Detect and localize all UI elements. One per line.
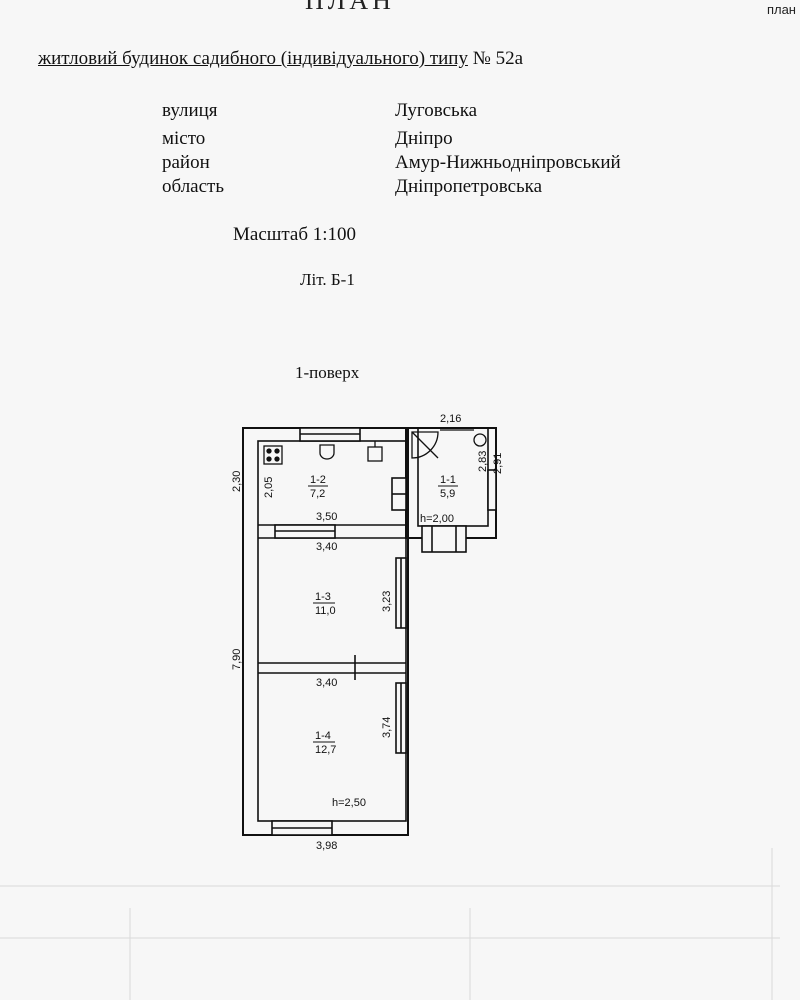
corner-text: план [766,2,796,17]
address-city-value: Дніпро [395,128,453,149]
address-region-value: Дніпропетровська [395,176,543,197]
window-vestibule-right [487,469,497,511]
room-id: 1-2 [310,474,326,486]
room-area: 5,9 [440,488,455,500]
address-street-value: Луговська [395,100,478,121]
address-street-label: вулиця [162,100,218,121]
dim-room13-right: 3,23 [381,591,393,612]
dim-room14-right: 3,74 [381,717,393,738]
subtitle-building-type: житловий будинок садибного (індивідуальн… [38,48,468,69]
address-region-label: область [162,176,225,197]
litera-label: Літ. Б-1 [300,270,355,289]
plan-title: ПЛАН [305,0,395,15]
room-area: 12,7 [315,744,336,756]
entrance-door [421,525,467,553]
washbasin-icon [473,433,487,447]
dim-room12-bottom: 3,50 [316,511,337,523]
room-id: 1-4 [315,730,331,742]
floor-label: 1-поверх [295,363,360,382]
dim-right-outer: 2,91 [492,453,504,474]
dim-left-top-inner: 2,05 [263,477,275,498]
height-main: h=2,50 [332,797,366,809]
room-id: 1-1 [440,474,456,486]
address-district-label: район [162,152,210,173]
dim-left-total: 7,90 [231,649,243,670]
scale-label: Масштаб 1:100 [233,224,357,245]
stove-icon [263,445,283,465]
dim-room14-top: 3,40 [316,677,337,689]
room-area: 11,0 [315,605,336,617]
boiler-icon [367,446,383,462]
sink-icon [319,444,335,460]
height-small: h=2,00 [420,513,454,525]
dim-room13-top: 3,40 [316,541,337,553]
address-district-value: Амур-Нижньодніпровський [395,152,621,173]
dim-left-top-outer: 2,30 [231,471,243,492]
inner-wall [257,440,407,822]
subtitle-number: № 52а [472,48,524,69]
dim-right-inner: 2,83 [477,451,489,472]
subtitle: житловий будинок садибного (індивідуальн… [38,48,523,70]
dim-top-right-width: 2,16 [440,413,461,425]
address-city-label: місто [162,128,206,149]
room-area: 7,2 [310,488,325,500]
room-id: 1-3 [315,591,331,603]
faded-table-background [0,848,780,1000]
dim-bottom-total: 3,98 [316,840,337,852]
